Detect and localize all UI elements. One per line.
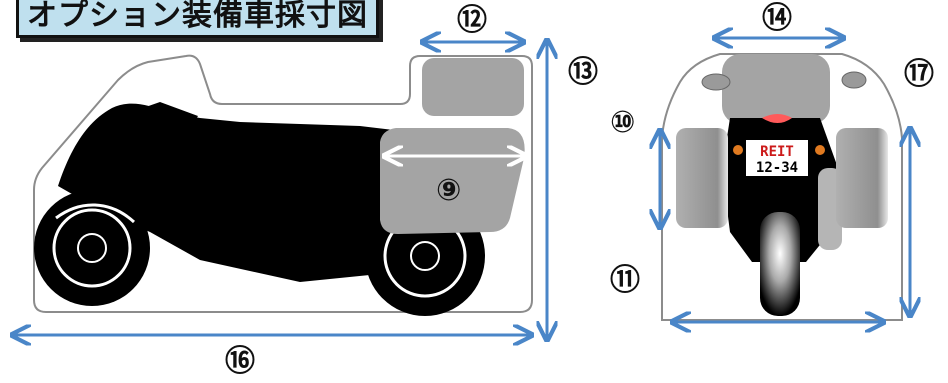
rear-top-case xyxy=(722,54,830,124)
diagram-title: オプション装備車採寸図 xyxy=(27,0,368,33)
label-14: ⑭ xyxy=(762,1,792,36)
rear-indicator-left xyxy=(733,145,743,155)
rear-mirror-right xyxy=(841,71,867,89)
label-12: ⑫ xyxy=(457,3,487,38)
license-plate-top-text: REIT xyxy=(760,144,794,160)
rear-tail-light xyxy=(762,114,792,123)
rear-view: REIT 12-34 xyxy=(661,53,903,321)
rear-indicator-right xyxy=(815,145,825,155)
label-10: ⑩ xyxy=(610,105,636,140)
license-plate-bottom-text: 12-34 xyxy=(756,160,798,176)
rear-case-right xyxy=(836,128,888,228)
diagram-title-box: オプション装備車採寸図 xyxy=(16,0,379,38)
rear-tire xyxy=(760,212,800,316)
label-13: ⑬ xyxy=(568,55,598,90)
label-16: ⑯ xyxy=(225,344,255,379)
side-view xyxy=(33,54,533,316)
rear-mirror-left xyxy=(701,73,731,91)
label-17: ⑰ xyxy=(904,57,934,92)
label-9: ⑨ xyxy=(436,173,462,208)
rear-case-left xyxy=(676,128,728,228)
label-11: ⑪ xyxy=(610,263,640,298)
license-plate xyxy=(746,140,808,176)
side-top-case xyxy=(422,58,524,116)
